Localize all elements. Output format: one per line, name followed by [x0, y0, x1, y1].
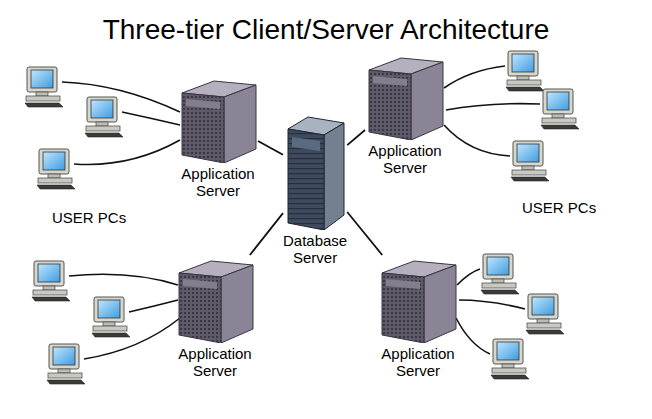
server-icon	[365, 52, 445, 140]
group-label: USER PCs	[522, 199, 596, 216]
pc-icon	[491, 339, 529, 379]
application-server: Application Server	[378, 255, 458, 380]
client-wire	[84, 318, 180, 359]
client-wire	[457, 269, 480, 285]
server-graphic	[369, 58, 443, 140]
client-wire	[129, 300, 178, 312]
server-graphic	[179, 261, 253, 343]
database-server: Database Server	[283, 115, 347, 267]
server-graphic	[182, 81, 256, 163]
client-wire	[74, 140, 180, 165]
network-link	[347, 212, 382, 255]
client-wire	[69, 274, 178, 285]
server-label: Application Server	[178, 345, 251, 380]
group-label: USER PCs	[52, 209, 126, 226]
user-pcs	[25, 51, 579, 384]
client-wires	[62, 66, 540, 359]
network-link	[347, 130, 365, 145]
pc-icon	[506, 51, 544, 91]
application-server: Application Server	[365, 52, 445, 177]
client-wire	[456, 318, 490, 354]
pc-icon	[37, 149, 75, 189]
server-icon	[175, 255, 255, 343]
server-icon	[284, 115, 346, 230]
pc-icon	[32, 261, 70, 301]
server-label: Application Server	[181, 165, 254, 200]
server-icon	[378, 255, 458, 343]
client-wire	[444, 125, 510, 156]
application-server: Application Server	[175, 255, 255, 380]
pc-icon	[47, 344, 85, 384]
client-wire	[444, 66, 505, 88]
pc-icon	[25, 67, 63, 107]
pc-icon	[481, 254, 519, 294]
application-server: Application Server	[178, 75, 258, 200]
server-label: Application Server	[381, 345, 454, 380]
server-graphic	[288, 117, 344, 230]
diagram-title: Three-tier Client/Server Architecture	[0, 14, 652, 46]
network-link	[250, 213, 283, 255]
pc-icon	[511, 141, 549, 181]
pc-icon	[92, 297, 130, 337]
client-wire	[62, 82, 180, 112]
network-link	[258, 141, 283, 155]
pc-icon	[526, 294, 564, 334]
server-label: Application Server	[368, 142, 441, 177]
server-icon	[178, 75, 258, 163]
client-wire	[446, 104, 540, 110]
server-graphic	[382, 261, 456, 343]
server-label: Database Server	[283, 232, 347, 267]
client-wire	[122, 112, 180, 125]
pc-icon	[541, 89, 579, 129]
client-wire	[459, 300, 525, 309]
pc-icon	[85, 97, 123, 137]
